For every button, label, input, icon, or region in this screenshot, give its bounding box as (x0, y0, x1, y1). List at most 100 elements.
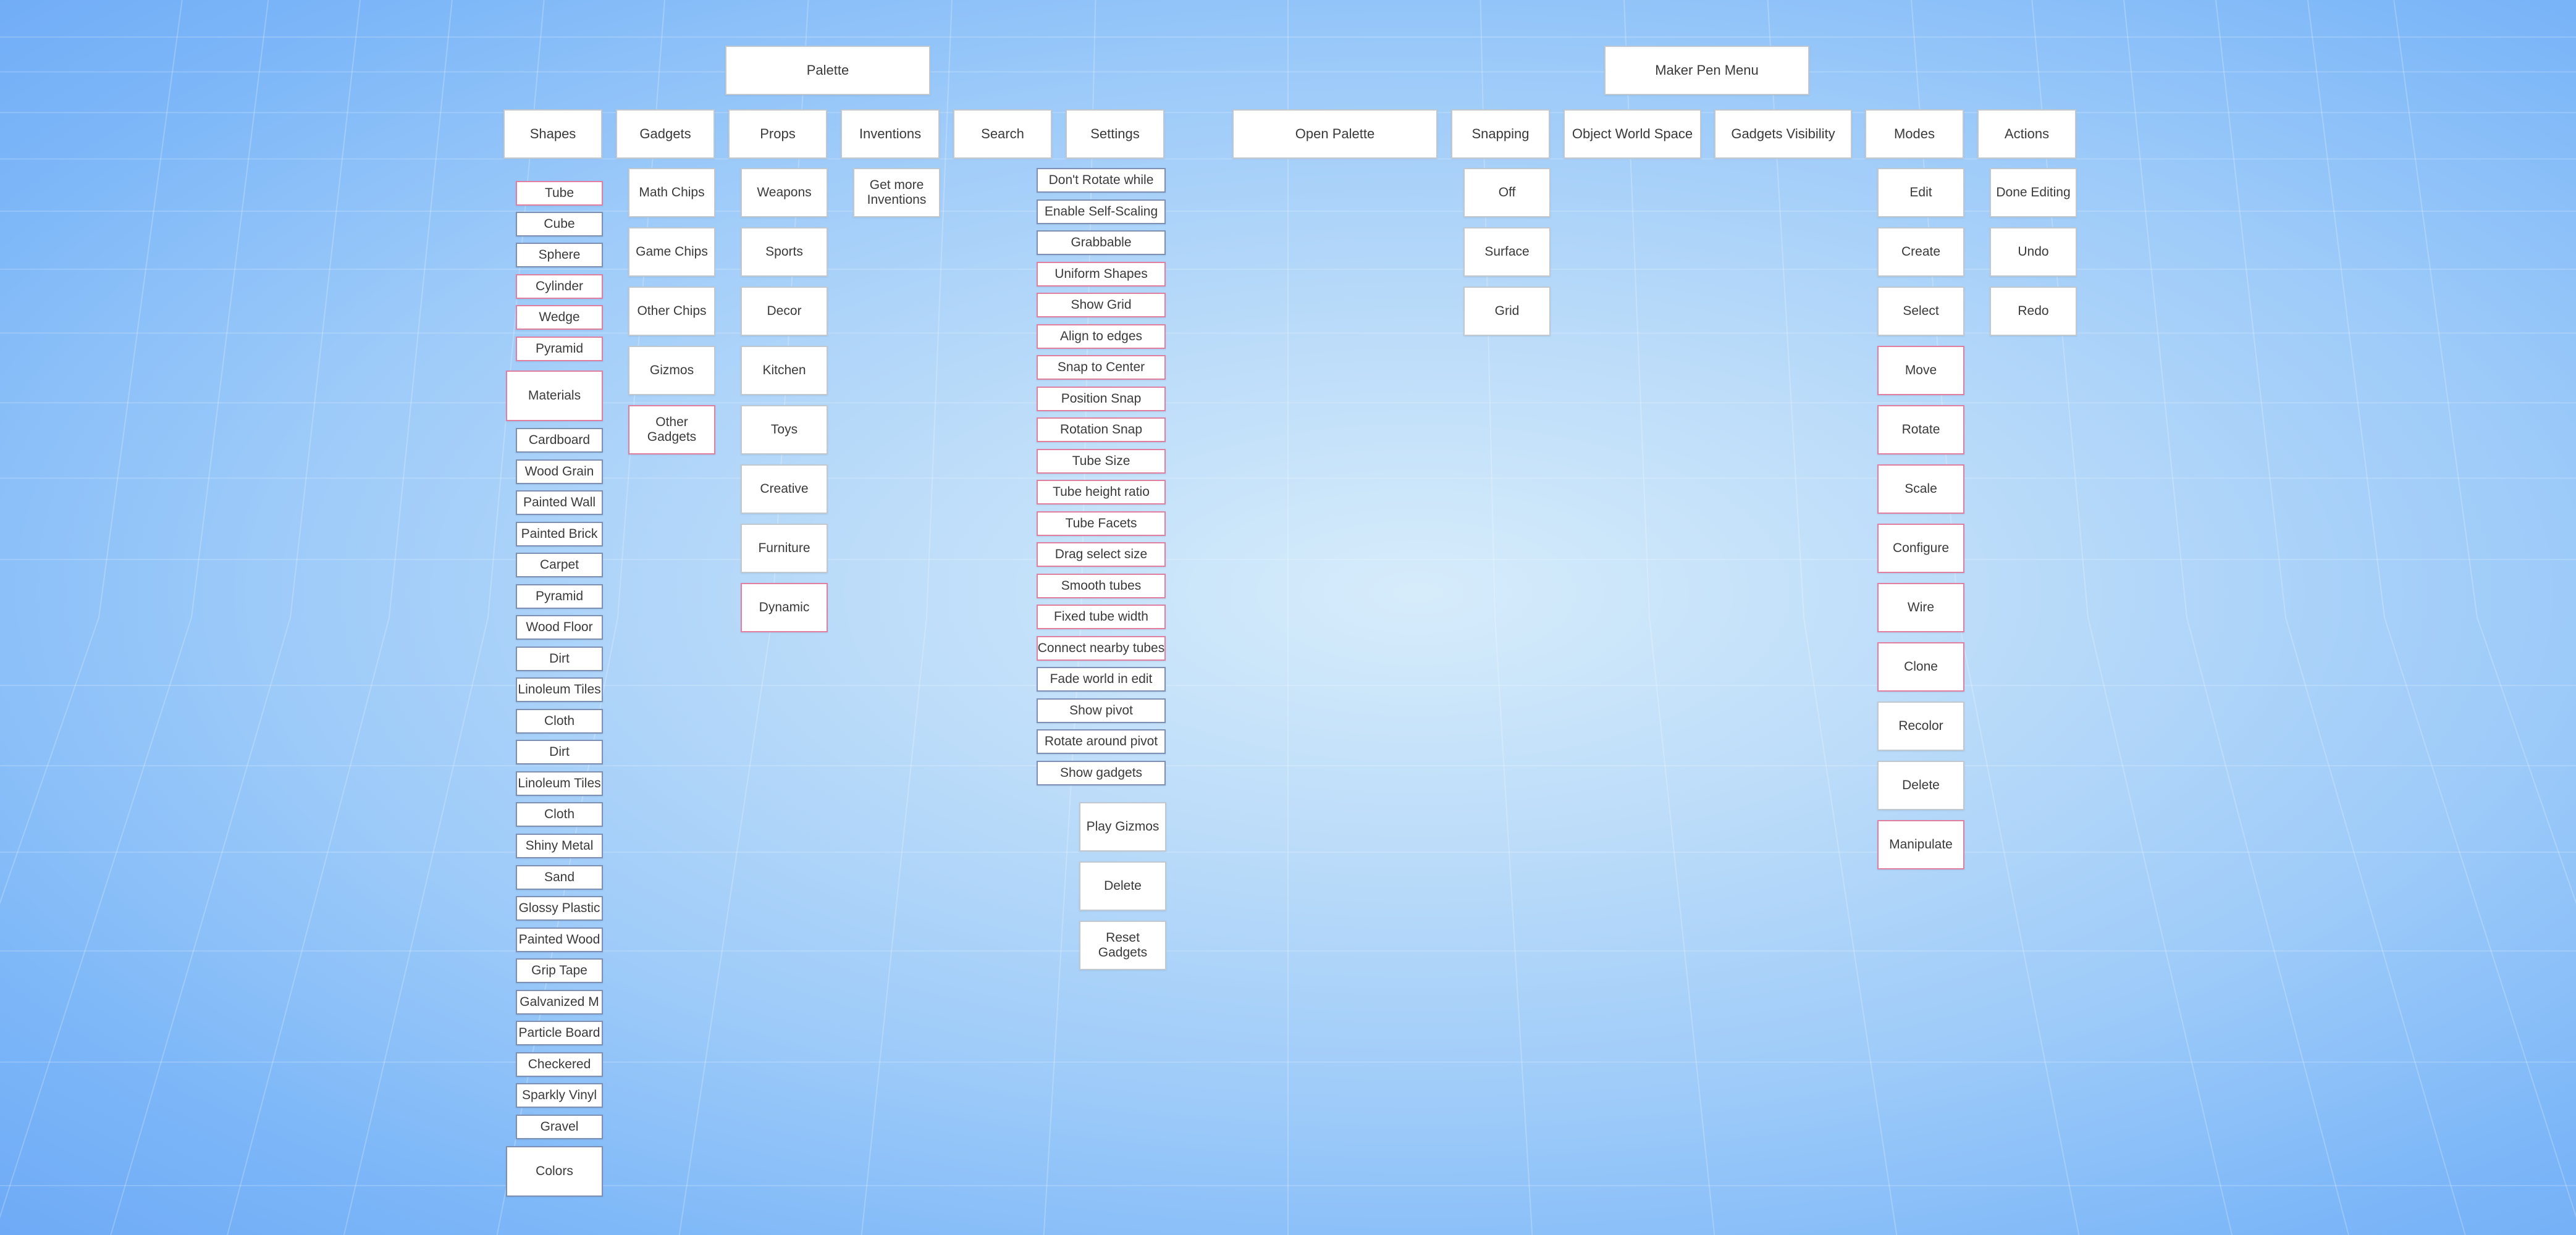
shape-item[interactable]: Cube (516, 212, 603, 237)
material-item[interactable]: Gravel (516, 1115, 603, 1139)
material-item[interactable]: Cloth (516, 802, 603, 827)
open-palette-button[interactable]: Open Palette (1232, 109, 1437, 159)
material-item[interactable]: Painted Brick (516, 522, 603, 546)
mode-item[interactable]: Edit (1877, 168, 1964, 217)
material-item[interactable]: Dirt (516, 647, 603, 671)
material-item[interactable]: Painted Wood (516, 927, 603, 952)
mode-item[interactable]: Recolor (1877, 701, 1964, 751)
header-inventions[interactable]: Inventions (841, 109, 940, 159)
object-world-space-button[interactable]: Object World Space (1564, 109, 1701, 159)
setting-item[interactable]: Uniform Shapes (1037, 262, 1166, 287)
material-item[interactable]: Galvanized M (516, 990, 603, 1015)
material-item[interactable]: Shiny Metal (516, 834, 603, 858)
setting-item[interactable]: Grabbable (1037, 230, 1166, 255)
setting-item[interactable]: Fixed tube width (1037, 605, 1166, 629)
play-gizmos-button[interactable]: Play Gizmos (1079, 802, 1166, 852)
mode-item[interactable]: Move (1877, 346, 1964, 395)
shape-item[interactable]: Cylinder (516, 274, 603, 299)
setting-item[interactable]: Show gadgets (1037, 761, 1166, 785)
setting-item[interactable]: Smooth tubes (1037, 574, 1166, 598)
setting-item[interactable]: Fade world in edit (1037, 667, 1166, 692)
setting-item[interactable]: Rotate around pivot (1037, 729, 1166, 754)
header-modes[interactable]: Modes (1865, 109, 1964, 159)
material-item[interactable]: Cardboard (516, 428, 603, 453)
mode-item[interactable]: Manipulate (1877, 820, 1964, 869)
setting-item[interactable]: Tube Size (1037, 449, 1166, 474)
mode-item[interactable]: Scale (1877, 464, 1964, 514)
prop-item[interactable]: Dynamic (741, 583, 828, 632)
done-editing-button[interactable]: Done Editing (1990, 168, 2077, 217)
setting-item[interactable]: Snap to Center (1037, 355, 1166, 380)
material-item[interactable]: Wood Floor (516, 615, 603, 640)
material-item[interactable]: Wood Grain (516, 459, 603, 484)
gadget-item[interactable]: Game Chips (628, 227, 715, 277)
material-item[interactable]: Grip Tape (516, 958, 603, 983)
material-item[interactable]: Linoleum Tiles (516, 677, 603, 702)
prop-item[interactable]: Weapons (741, 168, 828, 217)
setting-item[interactable]: Position Snap (1037, 387, 1166, 411)
get-more-inventions-button[interactable]: Get more Inventions (853, 168, 940, 217)
delete-gadgets-button[interactable]: Delete (1079, 861, 1166, 911)
material-item[interactable]: Sand (516, 865, 603, 890)
setting-item[interactable]: Rotation Snap (1037, 417, 1166, 442)
prop-item[interactable]: Toys (741, 405, 828, 454)
setting-item[interactable]: Tube height ratio (1037, 480, 1166, 504)
palette-title[interactable]: Palette (725, 46, 930, 95)
material-item[interactable]: Cloth (516, 709, 603, 734)
setting-item[interactable]: Tube Facets (1037, 511, 1166, 536)
material-item[interactable]: Checkered (516, 1052, 603, 1077)
header-snapping[interactable]: Snapping (1451, 109, 1550, 159)
shape-item[interactable]: Pyramid (516, 337, 603, 361)
reset-gadgets-button[interactable]: Reset Gadgets (1079, 921, 1166, 970)
header-actions[interactable]: Actions (1977, 109, 2076, 159)
redo-button[interactable]: Redo (1990, 287, 2077, 336)
snapping-grid-button[interactable]: Grid (1463, 287, 1551, 336)
mode-item[interactable]: Clone (1877, 642, 1964, 692)
snapping-off-button[interactable]: Off (1463, 168, 1551, 217)
shape-item[interactable]: Tube (516, 181, 603, 206)
setting-item[interactable]: Align to edges (1037, 324, 1166, 349)
shape-item[interactable]: Sphere (516, 243, 603, 267)
material-item[interactable]: Painted Wall (516, 490, 603, 515)
gadget-item[interactable]: Gizmos (628, 346, 715, 395)
header-shapes[interactable]: Shapes (503, 109, 602, 159)
gadget-item[interactable]: Math Chips (628, 168, 715, 217)
material-item[interactable]: Sparkly Vinyl (516, 1083, 603, 1108)
material-item[interactable]: Pyramid (516, 584, 603, 609)
gadget-item[interactable]: Other Gadgets (628, 405, 715, 454)
prop-item[interactable]: Creative (741, 464, 828, 514)
header-props[interactable]: Props (728, 109, 827, 159)
shape-item[interactable]: Wedge (516, 305, 603, 330)
mode-item[interactable]: Wire (1877, 583, 1964, 632)
material-item[interactable]: Linoleum Tiles (516, 771, 603, 796)
mode-item[interactable]: Select (1877, 287, 1964, 336)
setting-item[interactable]: Show Grid (1037, 293, 1166, 317)
material-item[interactable]: Carpet (516, 553, 603, 577)
header-settings[interactable]: Settings (1066, 109, 1164, 159)
setting-item[interactable]: Show pivot (1037, 698, 1166, 723)
setting-item[interactable]: Enable Self-Scaling (1037, 199, 1166, 224)
setting-item[interactable]: Connect nearby tubes (1037, 636, 1166, 661)
materials-button[interactable]: Materials (506, 371, 603, 421)
mode-item[interactable]: Configure (1877, 524, 1964, 573)
snapping-surface-button[interactable]: Surface (1463, 227, 1551, 277)
setting-item[interactable]: Don't Rotate while (1037, 168, 1166, 193)
header-gadgets[interactable]: Gadgets (616, 109, 715, 159)
material-item[interactable]: Dirt (516, 740, 603, 764)
material-item[interactable]: Glossy Plastic (516, 896, 603, 921)
gadgets-visibility-button[interactable]: Gadgets Visibility (1714, 109, 1852, 159)
prop-item[interactable]: Sports (741, 227, 828, 277)
setting-item[interactable]: Drag select size (1037, 542, 1166, 567)
gadget-item[interactable]: Other Chips (628, 287, 715, 336)
undo-button[interactable]: Undo (1990, 227, 2077, 277)
mode-item[interactable]: Rotate (1877, 405, 1964, 454)
maker-pen-menu-title[interactable]: Maker Pen Menu (1604, 46, 1809, 95)
prop-item[interactable]: Decor (741, 287, 828, 336)
prop-item[interactable]: Kitchen (741, 346, 828, 395)
colors-button[interactable]: Colors (506, 1146, 603, 1197)
header-search[interactable]: Search (953, 109, 1052, 159)
prop-item[interactable]: Furniture (741, 524, 828, 573)
mode-item[interactable]: Create (1877, 227, 1964, 277)
material-item[interactable]: Particle Board (516, 1021, 603, 1045)
mode-item[interactable]: Delete (1877, 761, 1964, 810)
